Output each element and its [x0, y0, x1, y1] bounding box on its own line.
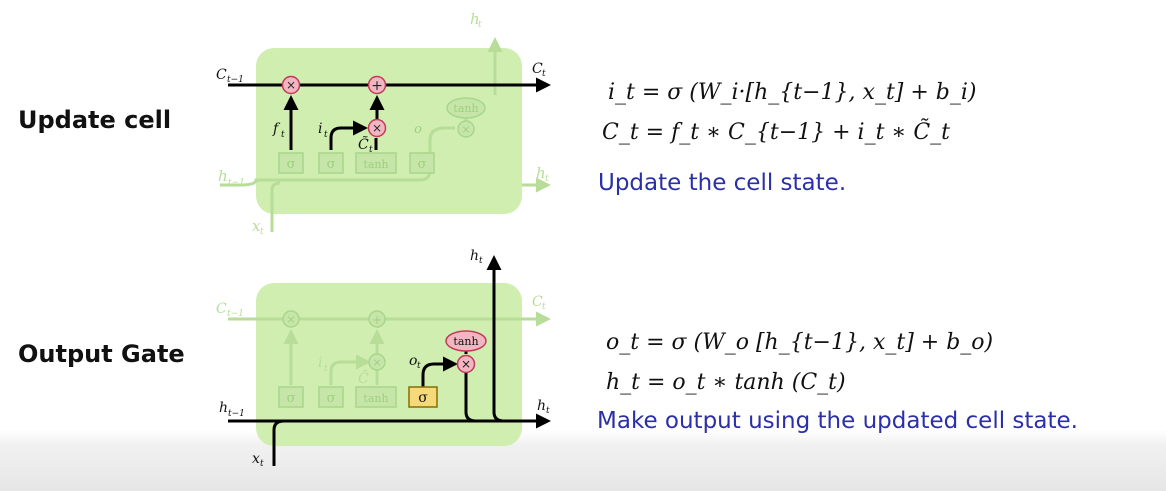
h-t-right-label: h — [537, 398, 546, 414]
output-multiply-node — [456, 354, 476, 374]
f-t-label: f — [272, 121, 281, 137]
lstm-cell-box-top — [256, 48, 522, 214]
faded-i-b-sub: t — [324, 364, 328, 374]
faded-times-b1: × — [286, 313, 295, 326]
f-t-sub: t — [281, 130, 285, 140]
c-prev-label: C — [216, 67, 227, 83]
faded-o-label: o — [414, 122, 422, 137]
faded-h-top-label: h — [470, 10, 480, 28]
output-gate-equation: o_t = σ (W_o [h_{t−1}, x_t] + b_o) — [606, 330, 994, 355]
update-caption: Update the cell state. — [598, 170, 847, 196]
o-t-label: o — [409, 353, 417, 369]
plus-glyph: + — [371, 78, 383, 94]
h-t-top-sub: t — [479, 256, 483, 266]
h-t-top-label: h — [470, 248, 479, 264]
faded-h-t-sub: t — [545, 174, 549, 184]
output-gate-title: Output Gate — [18, 340, 185, 368]
cell-add-node — [367, 75, 387, 95]
faded-h-prev-label: h — [218, 167, 228, 185]
op-nodes-top — [281, 75, 387, 138]
faded-plus-b: + — [372, 313, 382, 327]
faded-times: × — [461, 123, 470, 136]
x-t-sub: t — [260, 459, 264, 469]
update-cell-diagram: σ σ tanh σ tanh × o h t−1 h t h t x t — [216, 10, 551, 237]
output-caption: Make output using the updated cell state… — [597, 408, 1078, 434]
o-t-sub: t — [417, 361, 421, 371]
i-t-sub: t — [324, 130, 328, 140]
input-multiply-node — [367, 118, 387, 138]
output-times-glyph: × — [461, 357, 471, 371]
tanh-glyph: tanh — [453, 335, 478, 348]
times-glyph-2: × — [372, 121, 382, 135]
faded-h-top-sub: t — [478, 20, 482, 30]
output-sigma-glyph: σ — [418, 390, 428, 406]
faded-gates-bottom — [278, 310, 397, 408]
output-gate-diagram: σ σ tanh × + × C t−1 C t i t C̃ σ — [216, 248, 551, 469]
hidden-state-equation: h_t = o_t ∗ tanh (C_t) — [606, 370, 846, 395]
faded-tanh-b: tanh — [363, 392, 388, 405]
faded-c-t-b-sub: t — [542, 302, 546, 312]
h-prev-label: h — [219, 400, 228, 416]
faded-c-prev-b: C — [216, 301, 227, 317]
h-t-right-sub: t — [546, 406, 550, 416]
faded-h-prev-sub: t−1 — [228, 178, 245, 188]
faded-sigma-3: σ — [418, 157, 427, 172]
faded-c-t-b: C — [532, 294, 543, 310]
tanh-node — [445, 330, 487, 352]
faded-sigma-1: σ — [287, 157, 296, 172]
faded-tanh-2: tanh — [453, 102, 478, 115]
c-tilde-sub: t — [369, 145, 373, 155]
c-tilde-label: C̃ — [358, 135, 369, 153]
c-prev-sub: t−1 — [227, 75, 244, 85]
faded-i-b: i — [318, 355, 322, 371]
faded-sigma-2: σ — [327, 157, 336, 172]
x-t-label: x — [252, 451, 260, 467]
faded-c-tilde-b: C̃ — [358, 369, 369, 387]
faded-x-sub: t — [260, 227, 264, 237]
faded-c-prev-b-sub: t−1 — [227, 309, 244, 319]
cell-update-equation: C_t = f_t ∗ C_{t−1} + i_t ∗ C̃_t — [602, 120, 951, 145]
faded-gate-boxes — [278, 97, 486, 174]
faded-tanh-1: tanh — [363, 158, 388, 171]
forget-multiply-node — [281, 75, 301, 95]
faded-sigma-b1: σ — [287, 391, 296, 406]
output-sigma-gate — [408, 386, 438, 408]
c-t-label: C — [532, 61, 543, 77]
faded-h-t-label: h — [536, 164, 546, 182]
faded-times-b2: × — [372, 356, 381, 369]
update-cell-title: Update cell — [18, 106, 172, 134]
h-prev-sub: t−1 — [228, 409, 245, 419]
faded-sigma-b2: σ — [327, 391, 336, 406]
faded-x-label: x — [252, 217, 261, 235]
c-t-sub: t — [542, 69, 546, 79]
times-glyph-1: × — [286, 78, 296, 92]
i-t-label: i — [318, 121, 322, 137]
input-gate-equation: i_t = σ (W_i·[h_{t−1}, x_t] + b_i) — [608, 80, 977, 105]
